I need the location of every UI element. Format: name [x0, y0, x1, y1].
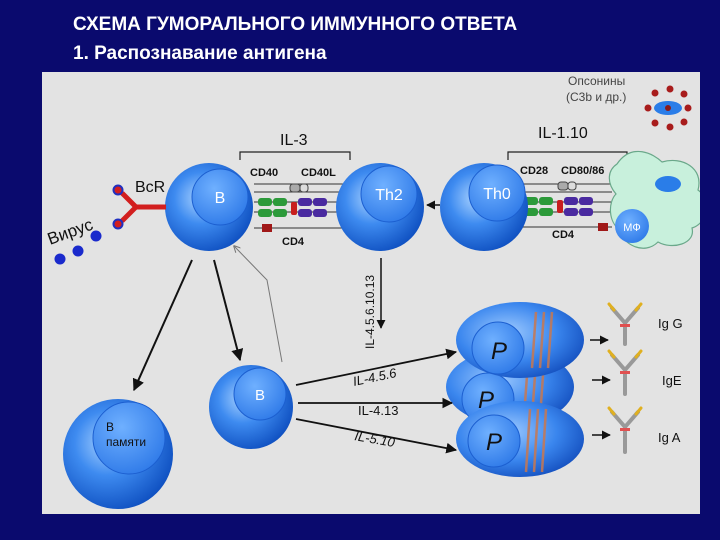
il510-label: IL-5.10: [353, 428, 396, 450]
il110-label: IL-1.10: [538, 125, 588, 142]
arrow-icon: [295, 418, 458, 454]
il3-label: IL-3: [280, 132, 308, 149]
antibody-icon: [607, 302, 643, 346]
b-cell-top: B: [165, 163, 253, 251]
b-cell-middle: B: [209, 365, 293, 449]
bcr-receptor: [112, 184, 166, 230]
th0-cell: Th0: [440, 163, 528, 251]
opsonins-sublabel: (С3b и др.): [566, 90, 626, 104]
macrophage-cell: МФ: [608, 150, 700, 249]
page-title: СХЕМА ГУМОРАЛЬНОГО ИММУННОГО ОТВЕТА: [73, 14, 518, 35]
page-subtitle: 1. Распознавание антигена: [73, 43, 327, 64]
opsonin-particle-icon: [644, 85, 692, 131]
il110-bracket: [507, 151, 628, 160]
antibody-label-igg: Ig G: [658, 316, 683, 331]
antibody-icon: [607, 349, 643, 396]
th2-cell: Th2: [336, 163, 424, 251]
antibody-label-ige: IgE: [662, 373, 682, 388]
b-memory-label-2: памяти: [106, 435, 146, 449]
cd8086-label: CD80/86: [561, 165, 604, 177]
antibody-icon: [607, 406, 643, 454]
arrow-icon: [213, 259, 244, 362]
b-memory-cell: B памяти: [63, 399, 173, 509]
plasma-cell-3-label: P: [486, 429, 502, 456]
b-cell-middle-label: B: [255, 387, 265, 404]
cd4-right-label: CD4: [552, 229, 575, 241]
synapse-b-th2: [254, 183, 344, 232]
cd40-label: CD40: [250, 167, 278, 179]
bcr-label: BcR: [135, 179, 165, 196]
th2-cell-label: Th2: [375, 187, 403, 204]
feedback-arrow: [234, 246, 283, 363]
il456-label: IL-4.5.6: [352, 365, 399, 389]
antibody-label-iga: Ig A: [658, 430, 681, 445]
diagram-canvas: Опсонины (С3b и др.) IL-3 IL-1.10 CD40 C…: [45, 74, 700, 509]
cd40l-label: CD40L: [301, 167, 336, 179]
virus-particle-icon: [54, 230, 102, 265]
il3-bracket: [239, 151, 351, 160]
macrophage-label: МФ: [623, 222, 640, 234]
b-memory-label: B: [106, 420, 114, 434]
arrow-icon: [132, 259, 193, 392]
opsonins-label: Опсонины: [568, 74, 625, 88]
il413-label: IL-4.13: [358, 403, 398, 418]
il-vertical-label: IL-4.5.6.10.13: [363, 275, 377, 349]
plasma-cell-1-label: P: [491, 338, 507, 365]
cd28-label: CD28: [520, 165, 548, 177]
plasma-cell-3: P: [456, 401, 584, 477]
synapse-th0-mf: [520, 181, 612, 231]
plasma-cell-1: P: [456, 302, 584, 378]
b-cell-top-label: B: [215, 190, 226, 207]
arrow-icon: [295, 348, 458, 386]
cd4-left-label: CD4: [282, 236, 305, 248]
th0-cell-label: Th0: [483, 186, 511, 203]
virus-label: Вирус: [45, 215, 96, 249]
